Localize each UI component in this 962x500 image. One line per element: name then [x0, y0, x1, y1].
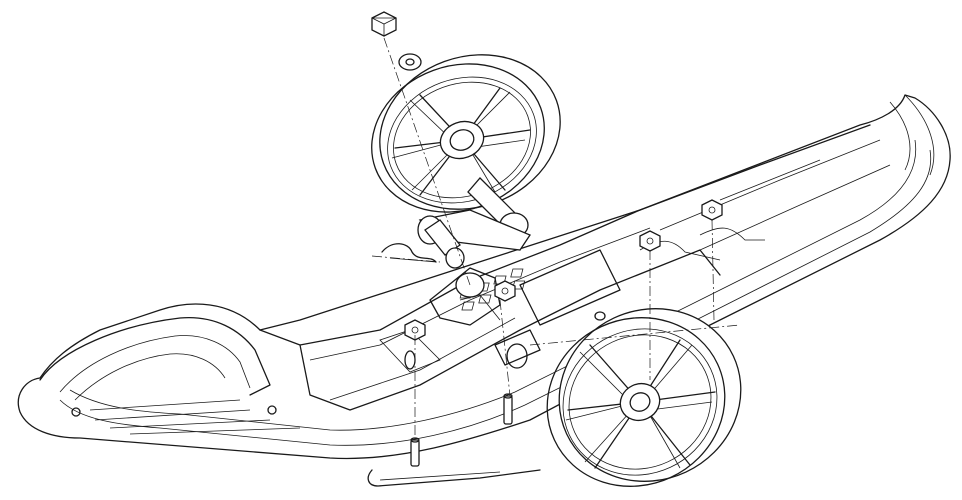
upper-wheel: [371, 54, 561, 213]
deck-nuts: [71, 199, 723, 417]
assembly-centerlines: [371, 37, 741, 440]
axle-pin: [417, 177, 531, 321]
washer: [398, 53, 422, 71]
lower-clip: [367, 469, 541, 487]
lower-wheel: [546, 308, 742, 487]
hairpin-clip: [381, 243, 437, 263]
ski-body: [17, 94, 951, 460]
hex-nut: [371, 11, 397, 37]
bolt-pins: [410, 393, 513, 467]
